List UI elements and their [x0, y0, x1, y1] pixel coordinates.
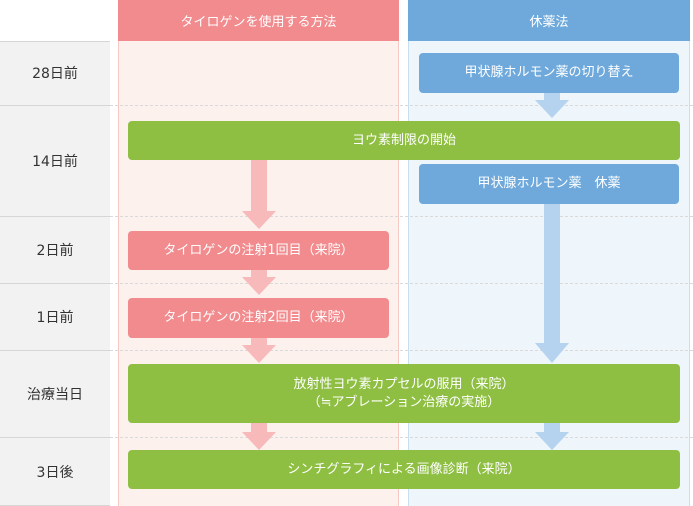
- row-label-2-days-before: 2日前: [0, 217, 110, 283]
- row-divider: [0, 105, 110, 106]
- scintigraphy-box: シンチグラフィによる画像診断（来院）: [128, 450, 680, 489]
- iodine-restriction-box: ヨウ素制限の開始: [128, 121, 680, 160]
- row-divider-dashed: [110, 283, 693, 284]
- arrow-down-blue-2: [535, 203, 569, 363]
- row-label-3-days-after: 3日後: [0, 438, 110, 506]
- row-label-treatment-day: 治療当日: [0, 351, 110, 437]
- radioiodine-capsule-text: 放射性ヨウ素カプセルの服用（来院） （≒アブレーション治療の実施）: [293, 376, 515, 410]
- row-divider: [0, 41, 110, 42]
- tyrogen-column-header: タイロゲンを使用する方法: [118, 0, 399, 41]
- row-divider-dashed: [110, 437, 693, 438]
- row-divider: [0, 437, 110, 438]
- arrow-down-pink-2: [242, 269, 276, 295]
- row-label-1-day-before: 1日前: [0, 284, 110, 350]
- withdrawal-column-title: 休薬法: [529, 15, 569, 30]
- tyrogen-column-title: タイロゲンを使用する方法: [180, 15, 337, 30]
- arrow-down-pink-3: [242, 337, 276, 363]
- arrow-down-blue-1: [535, 92, 569, 118]
- row-divider-dashed: [110, 105, 693, 106]
- row-label-14-days-before: 14日前: [0, 106, 110, 216]
- row-divider-dashed: [110, 350, 693, 351]
- row-divider-dashed: [110, 216, 693, 217]
- row-label-28-days-before: 28日前: [0, 41, 110, 105]
- arrow-down-pink-4: [242, 422, 276, 450]
- hormone-withdrawal-box: 甲状腺ホルモン薬 休薬: [419, 164, 679, 204]
- row-divider: [0, 216, 110, 217]
- withdrawal-column-header: 休薬法: [408, 0, 690, 41]
- hormone-switch-box: 甲状腺ホルモン薬の切り替え: [419, 53, 679, 93]
- tyrogen-injection-1-box: タイロゲンの注射1回目（来院）: [128, 231, 389, 270]
- row-divider: [0, 350, 110, 351]
- row-divider: [0, 283, 110, 284]
- tyrogen-injection-2-box: タイロゲンの注射2回目（来院）: [128, 298, 389, 338]
- radioiodine-capsule-box: 放射性ヨウ素カプセルの服用（来院） （≒アブレーション治療の実施）: [128, 364, 680, 423]
- arrow-down-blue-3: [535, 422, 569, 450]
- arrow-down-pink-1: [242, 159, 276, 229]
